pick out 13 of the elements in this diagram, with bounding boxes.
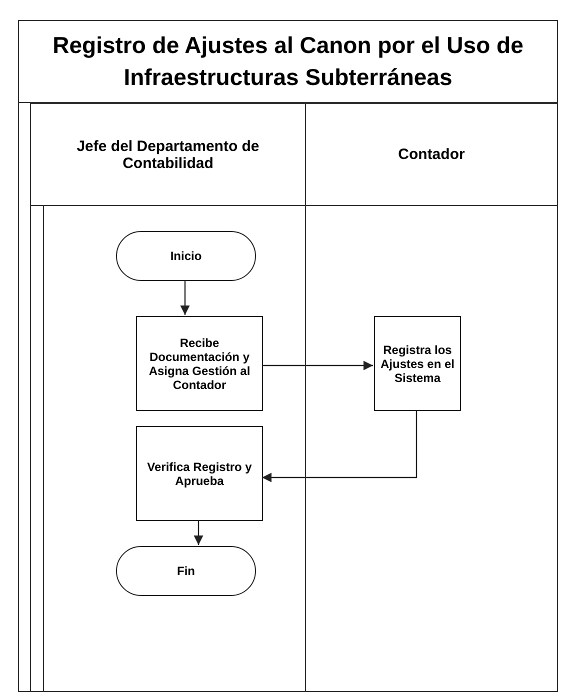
lane-header: Jefe del Departamento de Contabilidad: [76, 138, 260, 172]
swimlane: [30, 103, 306, 692]
arrow: [180, 280, 190, 315]
terminator-shape: Fin: [116, 546, 256, 596]
arrow: [262, 410, 418, 482]
arrow: [194, 520, 204, 545]
process-box: Verifica Registro y Aprueba: [136, 426, 263, 521]
diagram-title: Registro de Ajustes al Canon por el Uso de Infraestructuras Subterráneas: [52, 30, 524, 92]
process-box: Recibe Documentación y Asigna Gestión al Contador: [136, 316, 263, 411]
process-box: Registra los Ajustes en el Sistema: [374, 316, 461, 411]
arrow: [262, 360, 373, 370]
terminator-shape: Inicio: [116, 231, 256, 281]
lane-header: Contador: [398, 146, 465, 163]
